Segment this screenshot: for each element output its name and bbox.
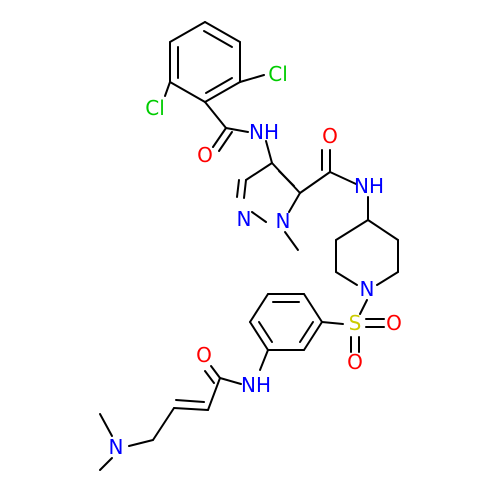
atom-label-s-sulfonyl: S: [349, 311, 362, 335]
bond: [249, 293, 269, 323]
bond: [335, 219, 369, 241]
bond: [259, 349, 269, 371]
bond: [239, 74, 265, 83]
bond: [219, 377, 242, 385]
bond: [335, 271, 358, 286]
atom-label-n-pyrazole2: N: [276, 209, 291, 233]
bond: [376, 271, 399, 286]
bond: [204, 101, 227, 129]
bond: [265, 140, 273, 164]
bond: [218, 131, 233, 152]
bond: [225, 127, 249, 133]
bond: [258, 321, 273, 343]
bond: [205, 77, 233, 94]
atom-label-n-dimethyl: N: [109, 435, 124, 459]
atom-label-o-sulfonyl2: O: [347, 350, 363, 374]
atom-label-nh-amide1: NH: [249, 120, 279, 144]
bond: [299, 321, 314, 343]
bond: [367, 219, 399, 241]
bond: [245, 162, 273, 181]
bond: [173, 407, 209, 411]
bond: [329, 171, 357, 185]
bond: [210, 365, 221, 379]
bond: [164, 81, 171, 97]
atom-label-o-amide1: O: [197, 143, 213, 167]
bonds: [99, 21, 399, 471]
atom-label-n-pyrazole1: N: [237, 207, 252, 231]
bond: [204, 370, 215, 384]
atom-label-o-amide3: O: [196, 343, 212, 367]
atom-labels: Cl Cl NH O O NH N N N S O O O NH N: [109, 62, 402, 459]
atom-label-n-piperidine: N: [360, 277, 375, 301]
bond: [236, 179, 240, 198]
bond: [278, 170, 295, 187]
bond: [99, 457, 113, 471]
atom-label-nh-amide3: NH: [241, 373, 271, 397]
bond: [359, 299, 368, 315]
atom-label-cl-left: Cl: [145, 96, 165, 120]
bond: [321, 321, 344, 325]
bond: [212, 127, 227, 148]
atom-label-o-sulfonyl1: O: [386, 311, 402, 335]
bond: [299, 171, 331, 194]
bond: [288, 192, 301, 213]
bond: [303, 321, 323, 351]
bond: [99, 413, 113, 437]
bond: [128, 439, 154, 447]
bond: [249, 321, 269, 351]
atom-label-nh-amide2: NH: [354, 174, 384, 198]
bond: [204, 21, 241, 43]
bond: [169, 21, 206, 43]
atom-label-o-amide2: O: [322, 124, 338, 148]
bond: [169, 81, 206, 103]
bond: [284, 231, 299, 251]
bond: [175, 399, 205, 403]
bond: [203, 30, 233, 48]
bond: [207, 377, 221, 411]
bond: [243, 179, 247, 199]
atom-label-cl-top: Cl: [268, 62, 288, 86]
bond: [152, 407, 175, 441]
bond: [303, 293, 323, 323]
bond: [251, 211, 267, 223]
bond: [204, 81, 241, 103]
